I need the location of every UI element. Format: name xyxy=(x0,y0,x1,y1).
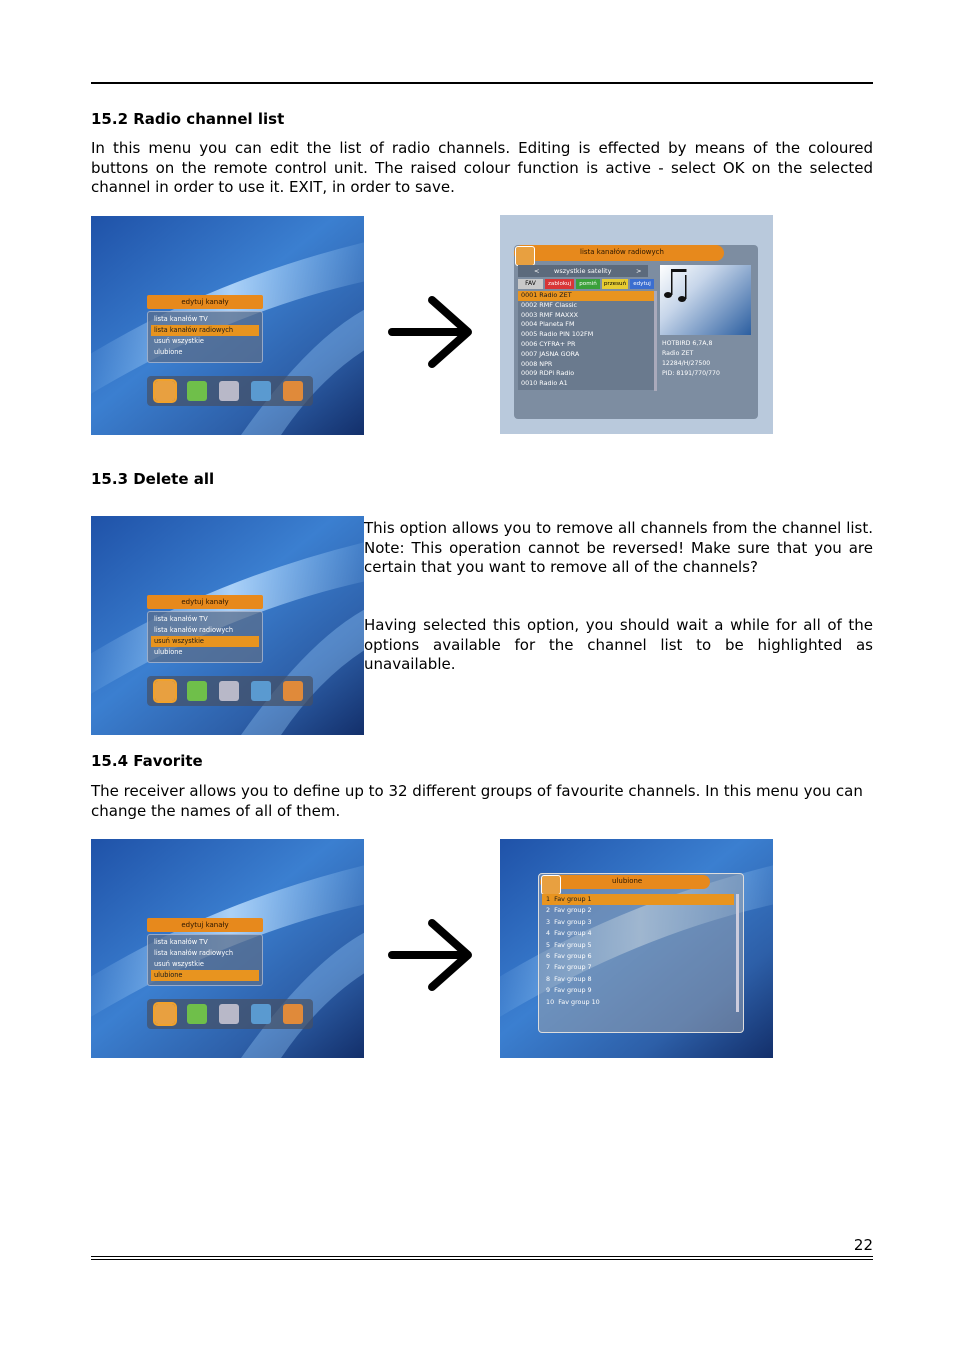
menu-item-delete-all[interactable]: usuń wszystkie xyxy=(154,960,204,968)
section-body-favorite: The receiver allows you to define up to … xyxy=(91,782,863,820)
skip-button[interactable]: pomiń xyxy=(576,279,600,289)
menu-screenshot-delete: edytuj kanały lista kanałów TV lista kan… xyxy=(91,516,364,735)
scrollbar[interactable] xyxy=(654,291,657,391)
menu-title: edytuj kanały xyxy=(147,918,263,932)
cubes-icon[interactable] xyxy=(283,1004,303,1024)
chevron-right-icon[interactable]: > xyxy=(636,267,642,275)
channel-info: HOTBIRD 6,7A,8 Radio ZET 12284/H/27500 P… xyxy=(662,339,752,379)
section-body-delete-2: Having selected this option, you should … xyxy=(364,616,873,673)
info-frequency: 12284/H/27500 xyxy=(662,360,711,367)
package-icon[interactable] xyxy=(187,681,207,701)
info-pid: PID: 8191/770/770 xyxy=(662,370,720,377)
tv-logo-icon xyxy=(541,875,561,895)
favorite-group-row[interactable]: 2 Fav group 2 xyxy=(546,906,592,915)
menu-item-tv-list[interactable]: lista kanałów TV xyxy=(154,938,208,946)
satellite-label: wszystkie satelity xyxy=(554,267,612,275)
tv-icon[interactable] xyxy=(153,679,177,703)
tv-icon[interactable] xyxy=(153,379,177,403)
info-channel: Radio ZET xyxy=(662,350,694,357)
arrow-right-icon xyxy=(388,919,472,991)
menu-item-delete-all[interactable]: usuń wszystkie xyxy=(151,636,259,647)
tv-icon[interactable] xyxy=(153,1002,177,1026)
channel-row[interactable]: 0005 Radio PIN 102FM xyxy=(521,330,594,339)
arrow-right-icon xyxy=(388,296,472,368)
favorite-group-row[interactable]: 5 Fav group 5 xyxy=(546,940,592,949)
menu-item-favorites[interactable]: ulubione xyxy=(154,348,183,356)
favorite-group-row[interactable]: 6 Fav group 6 xyxy=(546,951,592,960)
package-icon[interactable] xyxy=(187,1004,207,1024)
scrollbar[interactable] xyxy=(736,894,739,1012)
favorite-group-row[interactable]: 8 Fav group 8 xyxy=(546,974,592,983)
channel-row[interactable]: 0007 JASNA GORA xyxy=(521,349,580,358)
page-number: 22 xyxy=(853,1236,873,1254)
menu-item-radio-list[interactable]: lista kanałów radiowych xyxy=(154,626,234,634)
tools-icon[interactable] xyxy=(219,381,239,401)
package-icon[interactable] xyxy=(187,381,207,401)
channel-row[interactable]: 0009 RDPi Radio xyxy=(521,369,575,378)
channel-row[interactable]: 0010 Radio A1 xyxy=(521,379,568,388)
favorite-group-row[interactable]: 4 Fav group 4 xyxy=(546,929,592,938)
section-heading-radio: 15.2 Radio channel list xyxy=(91,110,285,128)
music-notes-thumbnail xyxy=(660,265,751,335)
fav-button[interactable]: FAV xyxy=(518,279,543,289)
bottom-rule-double xyxy=(91,1259,873,1260)
favorite-group-row[interactable]: 9 Fav group 9 xyxy=(546,986,592,995)
favorite-group-row[interactable]: 3 Fav group 3 xyxy=(546,917,592,926)
globe-icon[interactable] xyxy=(251,381,271,401)
channel-row[interactable]: 0006 CYFRA+ PR xyxy=(521,339,576,348)
radio-list-title: lista kanałów radiowych xyxy=(580,248,664,256)
info-satellite: HOTBIRD 6,7A,8 xyxy=(662,340,713,347)
globe-icon[interactable] xyxy=(251,681,271,701)
favorites-title: ulubione xyxy=(612,877,643,885)
cubes-icon[interactable] xyxy=(283,681,303,701)
favorite-group-row[interactable]: 1 Fav group 1 xyxy=(542,894,734,906)
channel-row[interactable]: 0001 Radio ZET xyxy=(518,291,656,301)
channel-row[interactable]: 0003 RMF MAXXX xyxy=(521,310,578,319)
main-icon-bar xyxy=(147,676,313,706)
menu-title: edytuj kanały xyxy=(147,295,263,309)
chevron-left-icon[interactable]: < xyxy=(534,267,540,275)
bottom-rule xyxy=(91,1256,873,1257)
cubes-icon[interactable] xyxy=(283,381,303,401)
menu-item-favorites[interactable]: ulubione xyxy=(154,648,183,656)
menu-item-radio-list[interactable]: lista kanałów radiowych xyxy=(151,325,259,336)
section-heading-delete: 15.3 Delete all xyxy=(91,470,215,488)
menu-screenshot-favorite: edytuj kanały lista kanałów TV lista kan… xyxy=(91,839,364,1058)
section-body-delete-1: This option allows you to remove all cha… xyxy=(364,519,873,576)
section-body-radio: In this menu you can edit the list of ra… xyxy=(91,139,873,196)
tv-logo-icon xyxy=(515,246,535,266)
tools-icon[interactable] xyxy=(219,1004,239,1024)
menu-item-tv-list[interactable]: lista kanałów TV xyxy=(154,615,208,623)
section-heading-favorite: 15.4 Favorite xyxy=(91,752,203,770)
edit-button[interactable]: edytuj xyxy=(630,279,654,289)
favorite-group-row[interactable]: 10 Fav group 10 xyxy=(546,997,600,1006)
satellite-selector[interactable]: < wszystkie satelity > xyxy=(518,265,648,277)
globe-icon[interactable] xyxy=(251,1004,271,1024)
radio-list-screenshot: lista kanałów radiowych < wszystkie sate… xyxy=(500,215,773,434)
channel-row[interactable]: 0004 Planeta FM xyxy=(521,320,575,329)
menu-item-radio-list[interactable]: lista kanałów radiowych xyxy=(154,949,234,957)
move-button[interactable]: przesuń xyxy=(602,279,628,289)
menu-item-tv-list[interactable]: lista kanałów TV xyxy=(154,315,208,323)
channel-row[interactable]: 0002 RMF Classic xyxy=(521,300,578,309)
menu-item-delete-all[interactable]: usuń wszystkie xyxy=(154,337,204,345)
menu-item-favorites[interactable]: ulubione xyxy=(151,970,259,981)
favorite-group-row[interactable]: 7 Fav group 7 xyxy=(546,963,592,972)
tools-icon[interactable] xyxy=(219,681,239,701)
channel-row[interactable]: 0008 NPR xyxy=(521,359,553,368)
lock-button[interactable]: zablokuj xyxy=(545,279,574,289)
main-icon-bar xyxy=(147,999,313,1029)
menu-title: edytuj kanały xyxy=(147,595,263,609)
main-icon-bar xyxy=(147,376,313,406)
top-rule xyxy=(91,82,873,84)
menu-screenshot-radio: edytuj kanały lista kanałów TV lista kan… xyxy=(91,216,364,435)
